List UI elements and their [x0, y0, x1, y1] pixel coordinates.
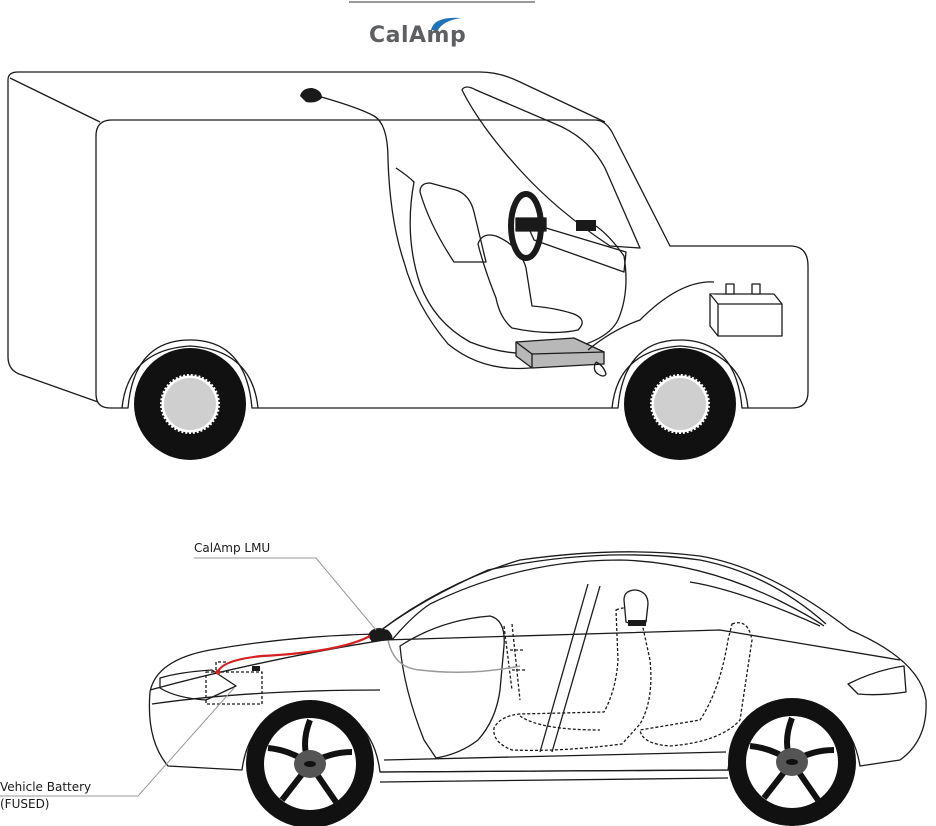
callout-lmu-leader — [194, 558, 376, 630]
car-seats — [494, 608, 752, 751]
callout-lmu: CalAmp LMU — [194, 541, 376, 630]
van-key-switch — [576, 220, 596, 231]
callout-battery: Vehicle Battery (FUSED) — [0, 688, 234, 811]
van-illustration — [8, 72, 808, 460]
calamp-logo: CalAmp — [349, 2, 535, 48]
van-gps-antenna — [300, 88, 322, 103]
van-wheel-front — [624, 348, 736, 460]
van-wheel-rear — [134, 348, 246, 460]
car-wheel-front — [246, 700, 374, 826]
car-harness — [388, 640, 520, 672]
callout-battery-label: Vehicle Battery — [0, 780, 91, 794]
car-headrest — [624, 590, 648, 624]
logo-text: CalAmp — [369, 23, 466, 48]
car-wheel-rear — [728, 698, 856, 826]
callout-lmu-label: CalAmp LMU — [194, 541, 270, 555]
car-lmu-device — [368, 628, 393, 642]
car-illustration — [149, 552, 926, 826]
car-taillight — [848, 666, 906, 695]
callout-battery-sublabel: (FUSED) — [0, 797, 50, 811]
car-power-wire — [218, 636, 370, 672]
